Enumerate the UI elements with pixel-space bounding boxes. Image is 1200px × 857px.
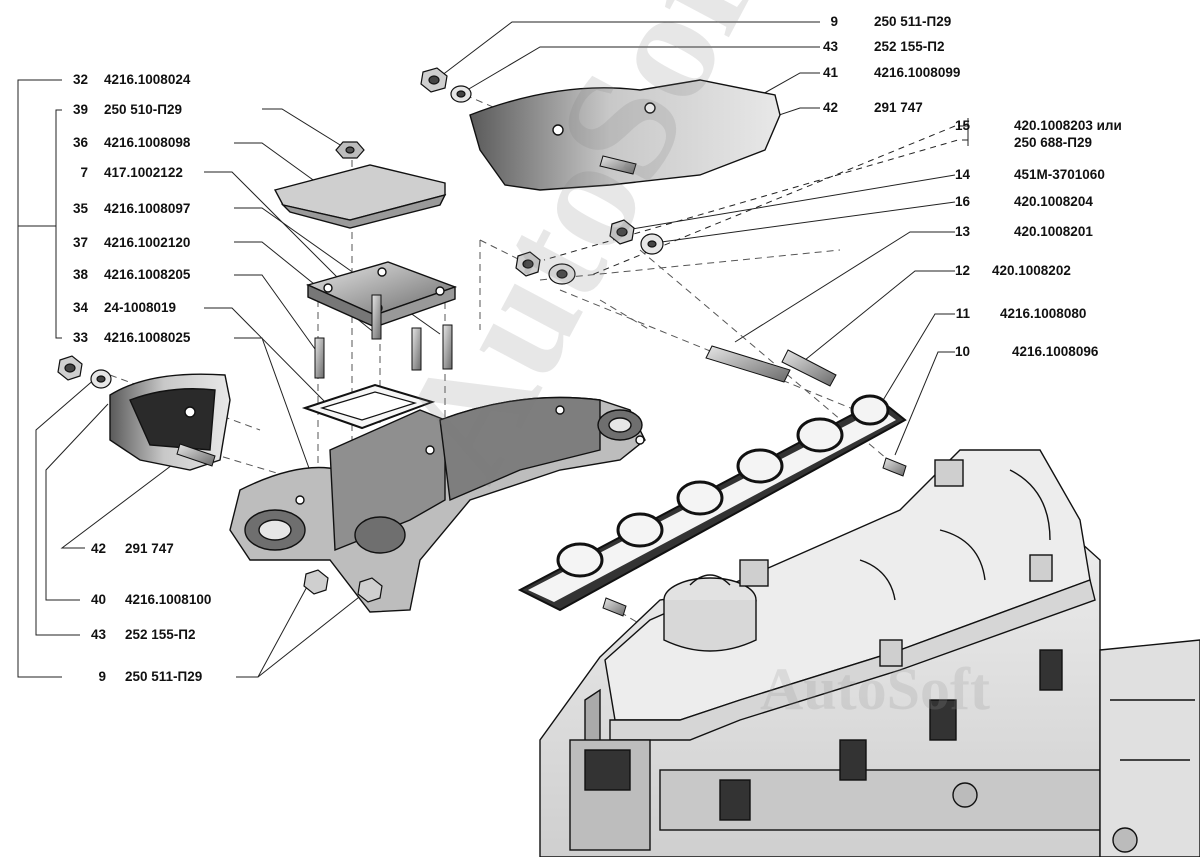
callout-number: 37 xyxy=(72,235,88,250)
callout-number: 36 xyxy=(72,135,88,150)
part-code: 291 747 xyxy=(125,541,174,556)
exhaust-manifold xyxy=(229,396,646,613)
part-code: 417.1002122 xyxy=(104,165,183,180)
callout-number: 16 xyxy=(954,194,970,209)
callout-number: 33 xyxy=(72,330,88,345)
callout-number: 14 xyxy=(954,167,970,182)
flange-gasket xyxy=(301,383,436,430)
callout-number: 9 xyxy=(830,14,838,29)
nut-washer-left xyxy=(57,355,112,389)
part-code: 4216.1008025 xyxy=(104,330,191,345)
upper-heat-shield xyxy=(273,164,447,229)
part-code: 451М-3701060 xyxy=(1014,167,1105,182)
part-code: 250 511-П29 xyxy=(125,669,203,684)
callout-number: 7 xyxy=(80,165,88,180)
part-code: 420.1008202 xyxy=(992,263,1071,278)
part-code: 252 155-П2 xyxy=(874,39,945,54)
part-code: 4216.1008080 xyxy=(1000,306,1087,321)
callout-number: 43 xyxy=(90,627,106,642)
part-code: 4216.1008099 xyxy=(874,65,961,80)
part-code: 4216.1008100 xyxy=(125,592,212,607)
callout-number: 9 xyxy=(98,669,106,684)
part-code: 4216.1008097 xyxy=(104,201,191,216)
callout-number: 42 xyxy=(90,541,106,556)
part-code: 4216.1008024 xyxy=(104,72,191,87)
part-code: 420.1008201 xyxy=(1014,224,1093,239)
part-code: 4216.1008096 xyxy=(1012,344,1099,359)
callout-number: 35 xyxy=(72,201,88,216)
stud-42-top xyxy=(599,155,637,175)
callout-number: 40 xyxy=(90,592,106,607)
callout-number: 13 xyxy=(954,224,970,239)
stud-42-left xyxy=(176,443,216,467)
part-code: 4216.1002120 xyxy=(104,235,191,250)
top-heat-shield xyxy=(469,79,781,191)
callout-number: 43 xyxy=(822,39,838,54)
cylinder-head xyxy=(539,449,1200,857)
callout-number: 12 xyxy=(954,263,970,278)
part-code: 250 510-П29 xyxy=(104,102,183,117)
part-code-alt: 250 688-П29 xyxy=(1014,135,1093,150)
nuts-washers-middle xyxy=(515,219,664,285)
part-code: 4216.1008098 xyxy=(104,135,191,150)
studs-short xyxy=(314,294,453,379)
part-code: 291 747 xyxy=(874,100,923,115)
callout-number: 11 xyxy=(955,306,970,321)
part-code: 4216.1008205 xyxy=(104,267,191,282)
nut-39 xyxy=(335,141,365,159)
callout-number: 10 xyxy=(954,344,970,359)
part-code: 250 511-П29 xyxy=(874,14,952,29)
part-code: 252 155-П2 xyxy=(125,627,196,642)
part-code: 420.1008204 xyxy=(1014,194,1093,209)
part-code: 420.1008203 или xyxy=(1014,118,1122,133)
callout-number: 41 xyxy=(822,65,838,80)
nuts-bottom xyxy=(303,569,383,603)
callout-number: 38 xyxy=(72,267,88,282)
lower-heat-shield xyxy=(109,373,231,471)
manifold-gasket xyxy=(517,394,907,612)
studs-long xyxy=(602,345,907,617)
nut-washer-top xyxy=(420,67,472,103)
part-code: 24-1008019 xyxy=(104,300,177,315)
callout-number: 15 xyxy=(954,118,970,133)
callout-number: 39 xyxy=(72,102,88,117)
callout-number: 42 xyxy=(822,100,838,115)
callout-number: 32 xyxy=(72,72,88,87)
flange-plate xyxy=(305,261,458,329)
callout-number: 34 xyxy=(72,300,88,315)
